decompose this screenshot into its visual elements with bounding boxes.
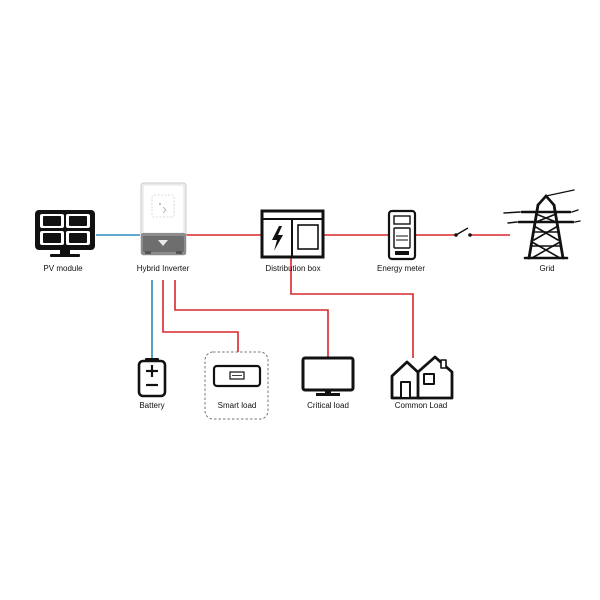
wire-inverter-smart-load bbox=[162, 280, 239, 352]
common-load-label: Common Load bbox=[394, 401, 448, 410]
distribution-box-label: Distribution box bbox=[265, 264, 321, 273]
battery-icon bbox=[137, 358, 167, 398]
distribution-box-icon bbox=[260, 209, 325, 259]
wire-distribution-common-load bbox=[290, 256, 414, 358]
critical-load-label: Critical load bbox=[307, 401, 349, 410]
solar-panel-icon bbox=[35, 210, 95, 257]
battery-label: Battery bbox=[139, 401, 165, 410]
smart-load-icon bbox=[204, 351, 269, 420]
monitor-icon bbox=[301, 356, 355, 396]
pv-module-label: PV module bbox=[43, 264, 83, 273]
wire-inverter-critical-load bbox=[174, 280, 329, 358]
inverter-icon bbox=[140, 182, 187, 256]
grid-label: Grid bbox=[539, 264, 555, 273]
hybrid-inverter-label: Hybrid Inverter bbox=[136, 264, 190, 273]
houses-icon bbox=[390, 355, 454, 400]
transmission-tower-icon bbox=[503, 189, 581, 260]
smart-load-label: Smart load bbox=[217, 401, 257, 410]
wires bbox=[96, 234, 510, 358]
switch-icon bbox=[454, 227, 472, 237]
energy-meter-icon bbox=[387, 209, 417, 261]
energy-meter-label: Energy meter bbox=[376, 264, 426, 273]
